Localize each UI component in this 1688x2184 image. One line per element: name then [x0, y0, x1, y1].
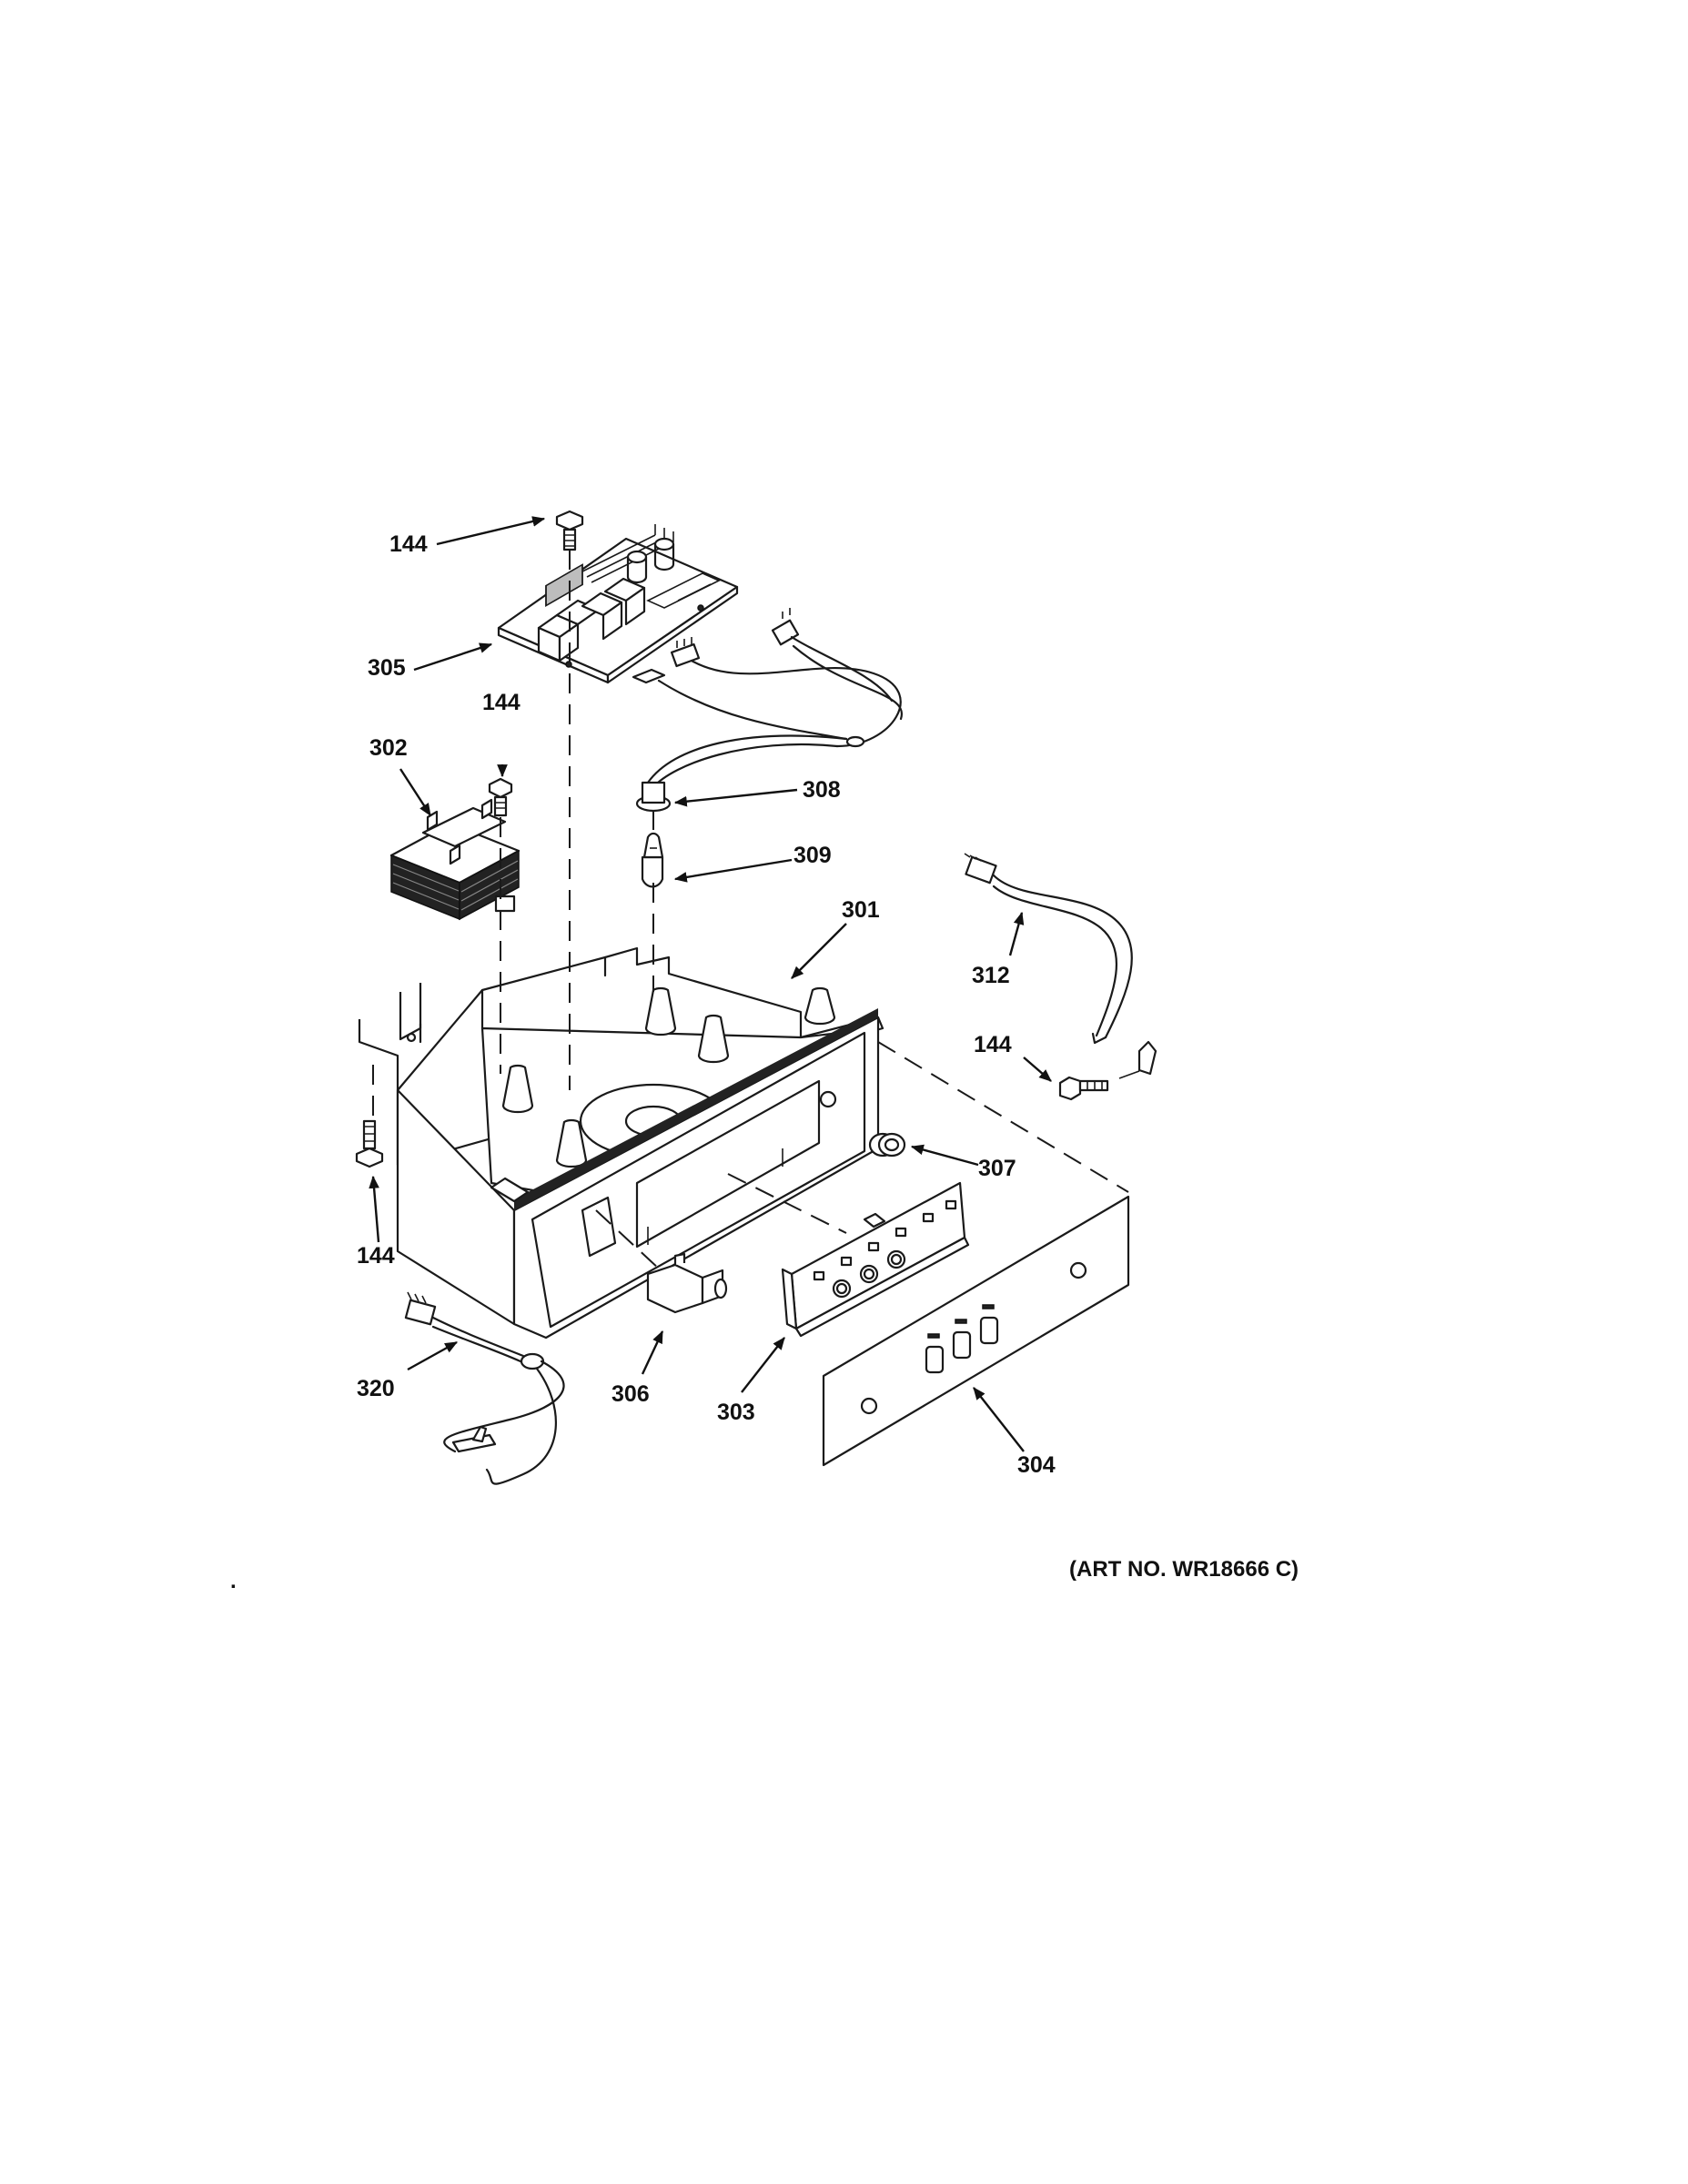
- label-303: 303: [717, 1400, 755, 1425]
- label-144-mid: 144: [482, 690, 521, 715]
- screw-144-top: [555, 510, 584, 551]
- stray-mark: .: [230, 1569, 237, 1593]
- wire-harness-308: [632, 608, 904, 813]
- transformer-302: [389, 798, 521, 921]
- bulb-309: [641, 832, 664, 888]
- label-320: 320: [357, 1376, 395, 1401]
- sensor-wire-320: [404, 1291, 565, 1485]
- label-307: 307: [978, 1156, 1016, 1181]
- label-309: 309: [793, 843, 832, 868]
- art-number: (ART NO. WR18666 C): [1069, 1557, 1299, 1582]
- screw-144-mid: [488, 777, 513, 817]
- label-305: 305: [368, 655, 406, 681]
- label-312: 312: [972, 963, 1010, 988]
- control-board-305: [497, 524, 739, 684]
- interface-board-303: [781, 1181, 970, 1338]
- overlay-panel-304: [822, 1195, 1130, 1467]
- label-301: 301: [842, 897, 880, 923]
- label-304: 304: [1017, 1452, 1056, 1478]
- housing-301: [358, 946, 884, 1340]
- switch-306: [646, 1252, 728, 1314]
- part-labels: 144 305 144 302 308 309 301 312 144 307 …: [357, 531, 1056, 1478]
- label-144-top: 144: [389, 531, 428, 557]
- label-302: 302: [369, 735, 408, 761]
- grommet-307: [868, 1132, 906, 1158]
- screw-144-right: [1058, 1076, 1109, 1101]
- label-306: 306: [612, 1381, 650, 1407]
- label-144-left: 144: [357, 1243, 395, 1269]
- label-144-right: 144: [974, 1032, 1012, 1057]
- wire-harness-312: [964, 853, 1157, 1079]
- screw-144-left: [355, 1119, 384, 1168]
- leader-arrows: [369, 516, 1052, 1452]
- label-308: 308: [803, 777, 841, 803]
- assembly-guide-lines: [372, 550, 1129, 1270]
